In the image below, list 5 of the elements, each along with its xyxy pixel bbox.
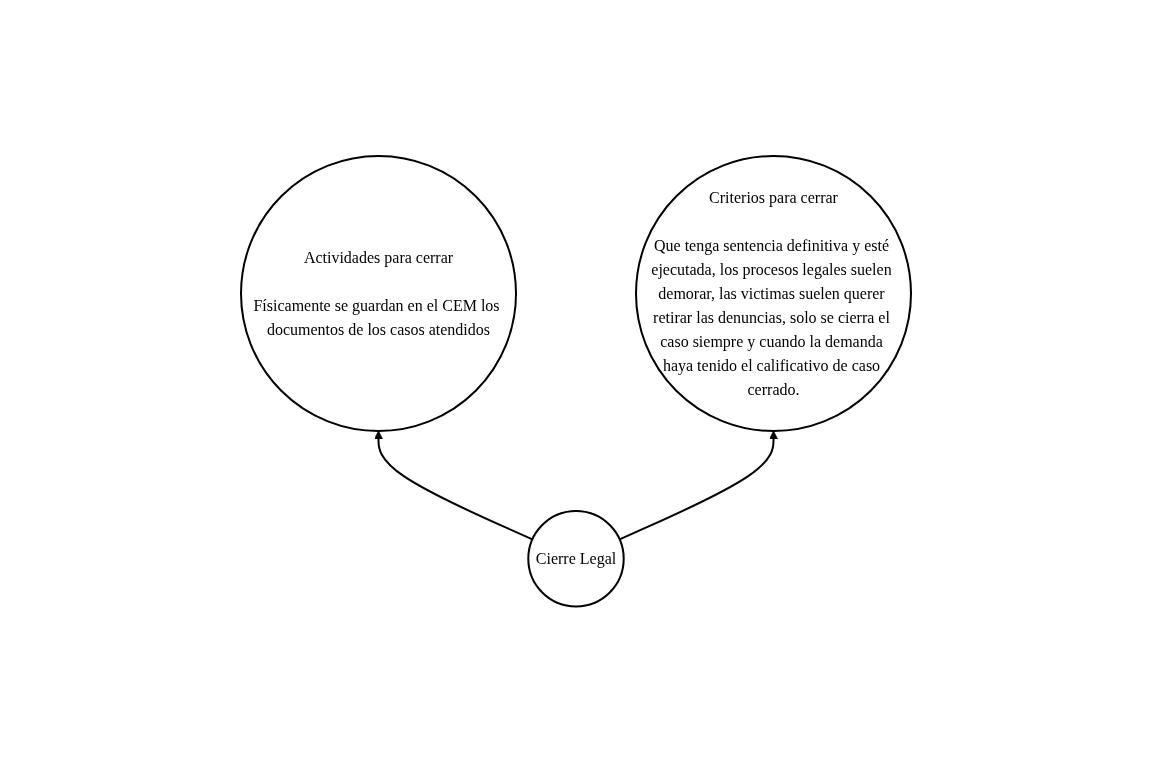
node-circle: Actividades para cerrar Físicamente se guardan en el CEM los documentos de los casos atendidos [240, 155, 517, 433]
node-circle: Cierre Legal [527, 510, 625, 608]
node-circle: Criterios para cerrar Que tenga sentencia definitiva y esté ejecutada, los procesos legales suelen demorar, las victimas suelen querer retirar las denuncias, solo se cierra el caso siempre y cuando la demanda haya tenido el calificativo de caso cerrado. [635, 155, 912, 433]
arrow [374, 430, 534, 541]
arrow [618, 430, 778, 541]
